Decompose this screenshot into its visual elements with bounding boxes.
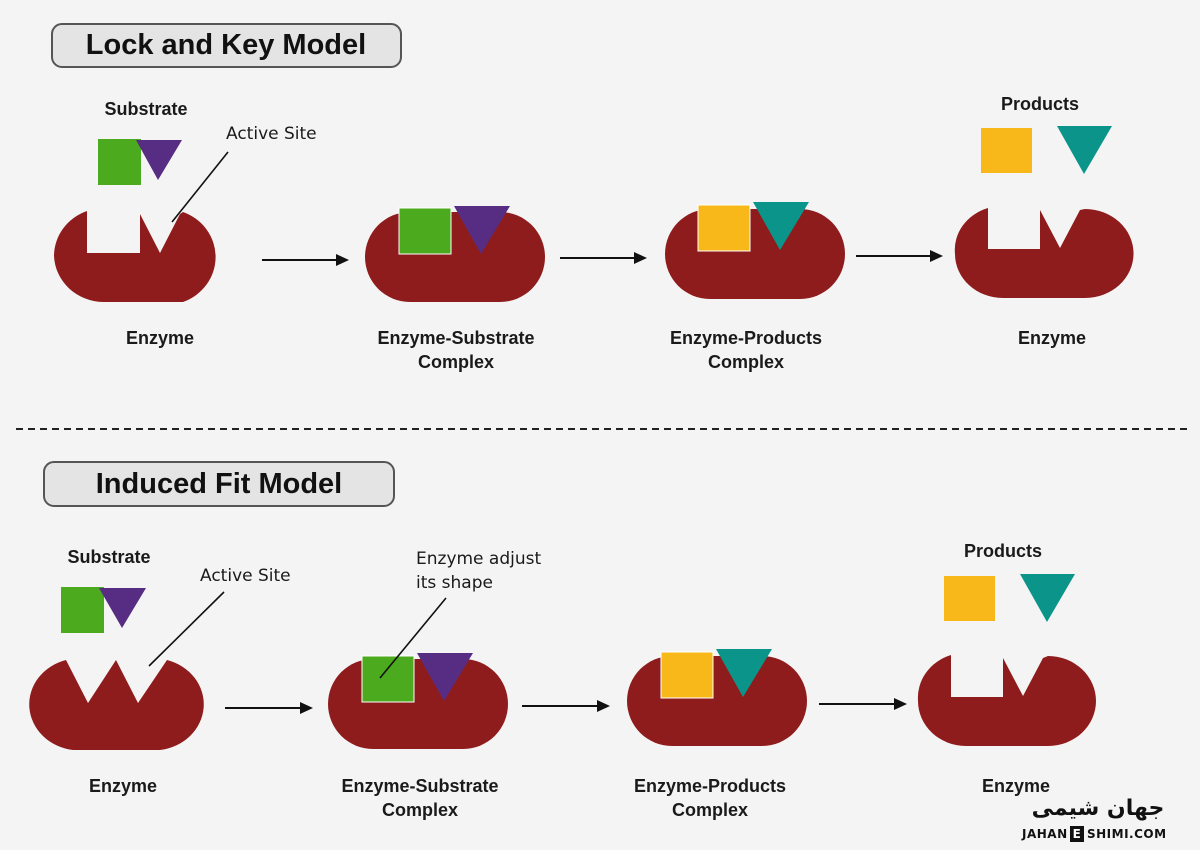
lk-product-triangle <box>1057 126 1112 174</box>
lk-substrate-label: Substrate <box>104 99 187 119</box>
if-ep-enzyme <box>627 656 807 746</box>
lk-ep-label-2: Complex <box>708 352 784 372</box>
if-active-site-pointer <box>148 591 225 667</box>
if-substrate-triangle <box>99 588 146 628</box>
if-ep-label-2: Complex <box>672 800 748 820</box>
if-arrow-1-head <box>300 702 313 714</box>
watermark-latin-1: JAHAN <box>1021 827 1068 841</box>
if-enzyme-1 <box>29 660 204 750</box>
if-ep-square <box>660 651 714 699</box>
if-active-site-label: Active Site <box>200 566 291 586</box>
if-es-triangle <box>417 653 473 701</box>
if-es-label-2: Complex <box>382 800 458 820</box>
lk-ep-triangle <box>753 202 809 250</box>
lk-ep-enzyme <box>665 209 845 299</box>
if-es-enzyme <box>328 659 508 749</box>
lk-es-triangle <box>454 206 510 254</box>
if-product-square <box>944 576 995 621</box>
lk-product-square <box>981 128 1032 173</box>
lock-key-title-box <box>51 23 402 68</box>
lk-substrate-square <box>98 139 141 185</box>
lk-substrate-triangle <box>136 140 182 180</box>
lk-arrow-2-head <box>634 252 647 264</box>
induced-fit-title-box <box>43 461 395 507</box>
if-adjust-label-1: Enzyme adjust <box>416 549 541 569</box>
if-enzyme-1-label: Enzyme <box>89 776 157 796</box>
if-es-square <box>361 655 415 703</box>
if-ep-triangle <box>716 649 772 697</box>
if-ep-label-1: Enzyme-Products <box>634 776 786 796</box>
induced-fit-title: Induced Fit Model <box>96 468 343 500</box>
lk-products-label: Products <box>1001 94 1079 114</box>
if-enzyme-2-label: Enzyme <box>982 776 1050 796</box>
if-substrate-label: Substrate <box>67 547 150 567</box>
lk-es-label-1: Enzyme-Substrate <box>377 328 534 348</box>
watermark-latin-3: SHIMI.COM <box>1087 827 1167 841</box>
watermark-arabic: جهان شیمی <box>1032 796 1165 821</box>
if-adjust-pointer <box>379 597 447 679</box>
lk-ep-label-1: Enzyme-Products <box>670 328 822 348</box>
lk-enzyme-1-label: Enzyme <box>126 328 194 348</box>
lk-active-site-pointer <box>171 151 229 223</box>
lk-arrow-3-head <box>930 250 943 262</box>
lk-active-site-label: Active Site <box>226 124 317 144</box>
lk-enzyme-2 <box>954 208 1134 298</box>
lk-arrow-1-head <box>336 254 349 266</box>
lk-es-enzyme <box>365 212 545 302</box>
if-substrate-square <box>61 587 104 633</box>
lock-key-title: Lock and Key Model <box>86 29 366 61</box>
watermark-logo: جهان شیمی JAHAN E SHIMI.COM <box>1021 796 1167 842</box>
if-arrow-3-head <box>894 698 907 710</box>
lk-enzyme-1 <box>54 211 216 302</box>
lk-es-square <box>398 207 452 255</box>
if-es-label-1: Enzyme-Substrate <box>341 776 498 796</box>
lk-ep-square <box>697 204 751 252</box>
watermark-latin-2: E <box>1073 827 1082 841</box>
if-arrow-2-head <box>597 700 610 712</box>
if-adjust-label-2: its shape <box>416 573 493 593</box>
if-products-label: Products <box>964 541 1042 561</box>
watermark-e-box <box>1070 826 1084 842</box>
if-enzyme-2 <box>917 655 1096 746</box>
lk-es-label-2: Complex <box>418 352 494 372</box>
if-product-triangle <box>1020 574 1075 622</box>
lk-enzyme-2-label: Enzyme <box>1018 328 1086 348</box>
